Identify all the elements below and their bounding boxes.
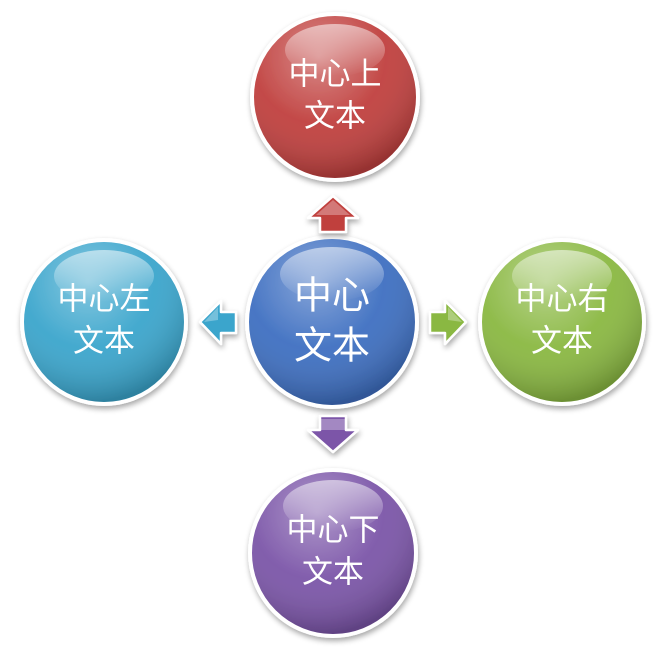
left-node-line1: 中心左 — [58, 282, 151, 318]
right-node: 中心右 文本 — [478, 238, 646, 406]
top-node-line1: 中心上 — [289, 57, 382, 93]
center-node-line2: 文本 — [294, 324, 370, 368]
left-node: 中心左 文本 — [20, 238, 188, 406]
right-node-line1: 中心右 — [516, 282, 609, 318]
bottom-node-line2: 文本 — [302, 555, 364, 591]
top-node-line2: 文本 — [304, 99, 366, 135]
bottom-node: 中心下 文本 — [248, 468, 418, 638]
top-node: 中心上 文本 — [250, 12, 420, 182]
right-node-line2: 文本 — [531, 324, 593, 360]
bottom-node-line1: 中心下 — [287, 513, 380, 549]
arrow-right-icon — [428, 299, 468, 346]
center-node: 中心 文本 — [245, 235, 419, 409]
center-node-line1: 中心 — [294, 274, 370, 318]
arrow-down-icon — [306, 414, 360, 454]
left-node-line2: 文本 — [73, 324, 135, 360]
arrow-up-icon — [306, 194, 360, 234]
arrow-left-icon — [198, 299, 238, 346]
